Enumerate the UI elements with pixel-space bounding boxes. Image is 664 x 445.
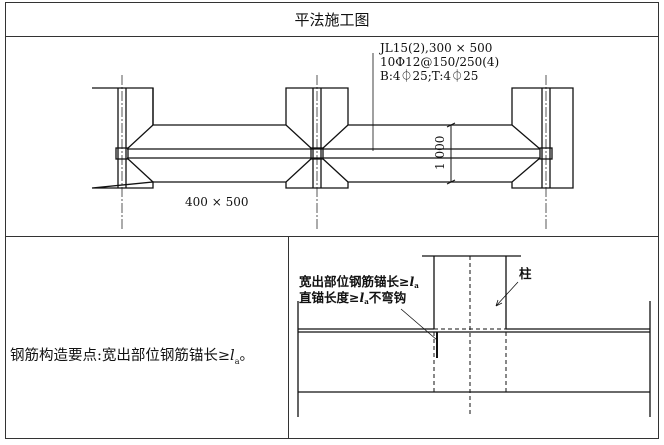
construction-table: 平法施工图 钢筋构造要点:宽出部位钢筋锚长≥la。 [5, 2, 659, 439]
callout-line1: 宽出部位钢筋锚长≥ [298, 274, 409, 289]
header-title: 平法施工图 [294, 11, 370, 29]
plan-drawing: JL15(2),300 × 500 10Φ12@150/250(4) B:4⏀2… [91, 41, 574, 230]
callout-line2-tail: 不弯钩 [369, 290, 407, 305]
table-header: 平法施工图 [6, 3, 658, 37]
column-label: 柱 [519, 266, 532, 281]
note-cell: 钢筋构造要点:宽出部位钢筋锚长≥la。 [6, 236, 289, 438]
beam-label-line1: JL15(2),300 × 500 [378, 41, 492, 55]
plan-drawing-cell [6, 36, 658, 237]
callout-var: l [359, 290, 364, 305]
svg-text:直锚长度≥la不弯钩: 直锚长度≥la不弯钩 [299, 290, 406, 306]
note-var: l [230, 348, 235, 364]
callout-var: l [409, 274, 414, 289]
column-size-label: 400 × 500 [185, 195, 249, 209]
width-dimension: 1 000 [433, 136, 447, 170]
callout-sub: a [414, 281, 419, 290]
callout-sub: a [364, 297, 369, 306]
construction-note: 钢筋构造要点:宽出部位钢筋锚长≥la。 [10, 344, 254, 366]
note-sub: a [234, 356, 240, 366]
beam-label-line3: B:4⏀25;T:4⏀25 [380, 68, 478, 83]
beam-label-line2: 10Φ12@150/250(4) [380, 55, 499, 69]
callout-line2: 直锚长度≥ [299, 290, 359, 305]
note-suffix: 。 [239, 348, 254, 364]
note-text: 钢筋构造要点:宽出部位钢筋锚长≥ [10, 348, 231, 364]
anchorage-detail: 宽出部位钢筋锚长≥la 直锚长度≥la不弯钩 柱 [297, 255, 651, 417]
svg-text:宽出部位钢筋锚长≥la: 宽出部位钢筋锚长≥la [298, 274, 419, 290]
